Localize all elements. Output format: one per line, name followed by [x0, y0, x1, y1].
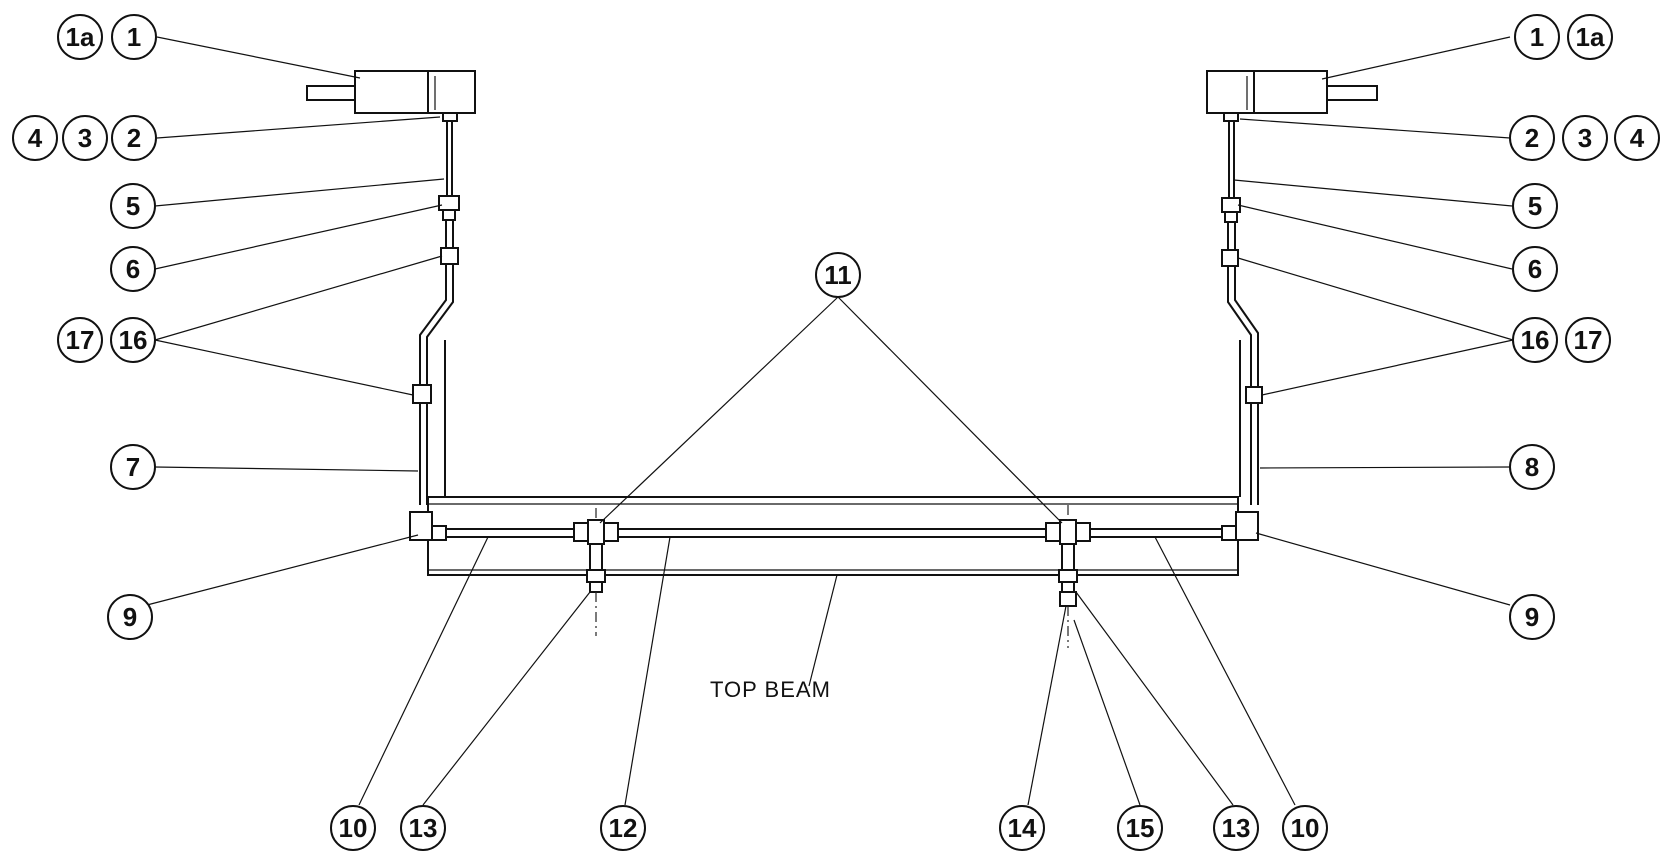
- left-hose: [446, 121, 453, 196]
- svg-text:7: 7: [126, 452, 140, 482]
- svg-text:10: 10: [1291, 813, 1320, 843]
- callout-10-left: 10: [330, 805, 376, 851]
- svg-text:17: 17: [66, 325, 95, 355]
- tube-10-right: [1086, 528, 1222, 538]
- svg-text:13: 13: [409, 813, 438, 843]
- svg-text:1: 1: [1530, 22, 1544, 52]
- svg-text:4: 4: [1630, 123, 1645, 153]
- top-beam: [427, 340, 1241, 576]
- callout-10-right: 10: [1282, 805, 1328, 851]
- callout-3-right: 3: [1562, 115, 1608, 161]
- callout-2-left: 2: [111, 115, 157, 161]
- callout-16-left: 16: [110, 317, 156, 363]
- svg-text:4: 4: [28, 123, 43, 153]
- right-clamp-lower: [1245, 386, 1263, 404]
- svg-text:12: 12: [609, 813, 638, 843]
- svg-text:16: 16: [119, 325, 148, 355]
- callout-4-right: 4: [1614, 115, 1660, 161]
- left-tee-11: [573, 508, 619, 636]
- svg-text:9: 9: [123, 602, 137, 632]
- callout-11: 11: [815, 252, 861, 298]
- callout-17-left: 17: [57, 317, 103, 363]
- tube-10-left: [446, 528, 578, 538]
- svg-text:13: 13: [1222, 813, 1251, 843]
- callout-7: 7: [110, 444, 156, 490]
- callout-9-right: 9: [1509, 594, 1555, 640]
- callout-17-right: 17: [1565, 317, 1611, 363]
- left-hose-fitting: [438, 195, 460, 221]
- svg-text:6: 6: [1528, 254, 1542, 284]
- callout-14: 14: [999, 805, 1045, 851]
- callout-12: 12: [600, 805, 646, 851]
- callout-15: 15: [1117, 805, 1163, 851]
- callout-1a-left: 1a: [57, 14, 103, 60]
- callout-1a-right: 1a: [1567, 14, 1613, 60]
- left-clamp-lower: [412, 384, 432, 404]
- leader-lines: [146, 36, 1514, 806]
- callout-6-right: 6: [1512, 246, 1558, 292]
- right-clamp-upper: [1221, 249, 1239, 267]
- callout-5-left: 5: [110, 183, 156, 229]
- svg-text:11: 11: [824, 260, 852, 290]
- svg-text:1a: 1a: [66, 22, 95, 52]
- svg-text:1a: 1a: [1576, 22, 1605, 52]
- svg-text:15: 15: [1126, 813, 1155, 843]
- callout-13-right: 13: [1213, 805, 1259, 851]
- right-hose-fitting: [1221, 197, 1241, 223]
- callout-5-right: 5: [1512, 183, 1558, 229]
- svg-text:17: 17: [1574, 325, 1603, 355]
- svg-text:6: 6: [126, 254, 140, 284]
- svg-text:3: 3: [78, 123, 92, 153]
- svg-text:10: 10: [339, 813, 368, 843]
- svg-text:16: 16: [1521, 325, 1550, 355]
- callout-16-right: 16: [1512, 317, 1558, 363]
- top-beam-label: TOP BEAM: [710, 677, 831, 702]
- right-hose: [1228, 121, 1235, 198]
- callout-3-left: 3: [62, 115, 108, 161]
- svg-text:8: 8: [1525, 452, 1539, 482]
- left-elbow-9: [409, 511, 447, 541]
- callout-1-left: 1: [111, 14, 157, 60]
- right-tee-11: [1045, 505, 1091, 648]
- callout-6-left: 6: [110, 246, 156, 292]
- svg-text:2: 2: [127, 123, 141, 153]
- svg-text:1: 1: [127, 22, 141, 52]
- svg-text:5: 5: [126, 191, 140, 221]
- left-cylinder: [306, 70, 476, 122]
- callout-13-left: 13: [400, 805, 446, 851]
- svg-text:3: 3: [1578, 123, 1592, 153]
- svg-text:2: 2: [1525, 123, 1539, 153]
- callout-8: 8: [1509, 444, 1555, 490]
- right-cylinder: [1206, 70, 1378, 122]
- tube-12: [614, 528, 1050, 538]
- callout-4-left: 4: [12, 115, 58, 161]
- svg-text:5: 5: [1528, 191, 1542, 221]
- callout-2-right: 2: [1509, 115, 1555, 161]
- callout-9-left: 9: [107, 594, 153, 640]
- svg-text:9: 9: [1525, 602, 1539, 632]
- svg-text:14: 14: [1008, 813, 1037, 843]
- left-clamp-upper: [440, 247, 459, 265]
- right-elbow-9: [1221, 511, 1259, 541]
- callout-1-right: 1: [1514, 14, 1560, 60]
